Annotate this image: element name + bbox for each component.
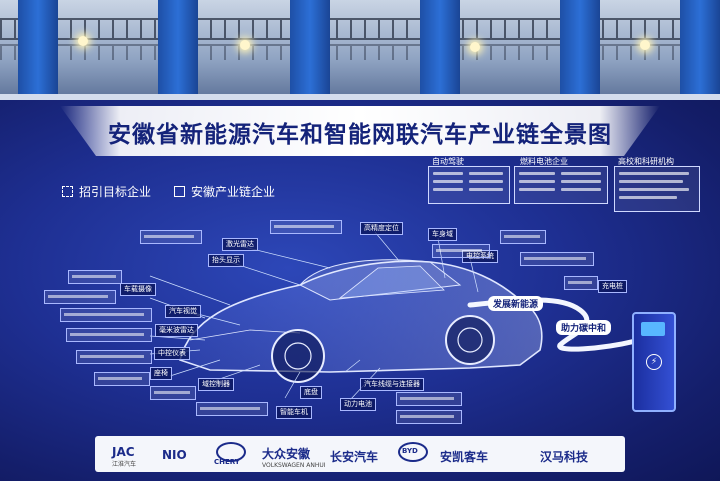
tag-body-domain: 车身域 bbox=[428, 228, 457, 241]
brand-logo-bar bbox=[95, 436, 625, 472]
title-banner bbox=[60, 106, 660, 156]
enterprise-list bbox=[396, 392, 462, 406]
enterprise-list bbox=[396, 410, 462, 424]
enterprise-list bbox=[140, 230, 202, 244]
legend-target-label: 招引目标企业 bbox=[79, 185, 152, 199]
board-frame bbox=[0, 94, 720, 100]
enterprise-list bbox=[500, 230, 546, 244]
tag-hd-map: 高精度定位 bbox=[360, 222, 403, 235]
blue-pillar bbox=[680, 0, 720, 102]
logo-ankai: 安凯客车 bbox=[440, 450, 489, 464]
route-carbon-label: 助力碳中和 bbox=[556, 320, 612, 335]
spotlight bbox=[240, 40, 250, 50]
tag-cockpit: 中控仪表 bbox=[154, 347, 190, 360]
tag-hud: 抬头显示 bbox=[208, 254, 244, 267]
spotlight bbox=[640, 40, 650, 50]
legend-chain-label: 安徽产业链企业 bbox=[191, 185, 276, 199]
byd-emblem-icon bbox=[398, 442, 428, 462]
spotlight bbox=[78, 36, 88, 46]
enterprise-list bbox=[270, 220, 342, 234]
solid-box-icon bbox=[174, 186, 185, 197]
lightning-icon: ⚡ bbox=[646, 354, 662, 370]
enterprise-list bbox=[564, 276, 598, 290]
logo-changan: 长安汽车 bbox=[330, 450, 379, 464]
enterprise-list bbox=[60, 308, 152, 322]
blue-pillar bbox=[290, 0, 330, 102]
board-title: 安徽省新能源汽车和智能网联汽车产业链全景图 bbox=[108, 122, 612, 148]
logo-chery: CHERY bbox=[214, 458, 240, 466]
legend-chain: 安徽产业链企业 bbox=[174, 183, 275, 200]
enterprise-list bbox=[520, 252, 594, 266]
logo-byd: BYD bbox=[402, 447, 418, 455]
blue-pillar bbox=[18, 0, 58, 102]
hall-ceiling bbox=[0, 0, 720, 100]
enterprise-list bbox=[44, 290, 116, 304]
enterprise-list bbox=[68, 270, 122, 284]
blue-pillar bbox=[158, 0, 198, 102]
enterprise-list bbox=[432, 244, 490, 258]
category-autodrive: 自动驾驶 bbox=[432, 157, 464, 166]
category-research-box bbox=[614, 166, 700, 212]
category-fuelcell: 燃料电池企业 bbox=[520, 157, 568, 166]
category-fuelcell-box bbox=[514, 166, 608, 204]
tag-power-battery: 动力电池 bbox=[340, 398, 376, 411]
tag-radar: 毫米波雷达 bbox=[155, 324, 198, 337]
tag-chassis: 底盘 bbox=[300, 386, 322, 399]
route-develop-label: 发展新能源 bbox=[488, 296, 544, 311]
logo-hanma: 汉马科技 bbox=[540, 450, 589, 464]
tag-smart-car: 智能车机 bbox=[276, 406, 312, 419]
category-research: 高校和科研机构 bbox=[618, 157, 674, 166]
enterprise-list bbox=[94, 372, 150, 386]
tag-camera: 车载摄像 bbox=[120, 283, 156, 296]
category-autodrive-box bbox=[428, 166, 510, 204]
chery-emblem-icon bbox=[216, 442, 246, 462]
tag-vehicle-vision: 汽车视觉 bbox=[165, 305, 201, 318]
charging-station: ⚡ bbox=[632, 312, 676, 412]
logo-jac: JAC 江淮汽车 bbox=[112, 445, 137, 468]
tag-domain-controller: 域控制器 bbox=[198, 378, 234, 391]
logo-nio: NIO bbox=[162, 448, 187, 462]
spotlight bbox=[470, 42, 480, 52]
tag-connector: 汽车线缆与连接器 bbox=[360, 378, 424, 391]
enterprise-list bbox=[76, 350, 152, 364]
charger-screen bbox=[641, 322, 665, 336]
enterprise-list bbox=[196, 402, 268, 416]
blue-pillar bbox=[560, 0, 600, 102]
tag-seat: 座椅 bbox=[150, 367, 172, 380]
tag-lidar: 激光雷达 bbox=[222, 238, 258, 251]
tag-charging-pile: 充电桩 bbox=[598, 280, 627, 293]
legend-target: 招引目标企业 bbox=[62, 183, 151, 200]
dashed-box-icon bbox=[62, 186, 73, 197]
enterprise-list bbox=[150, 386, 196, 400]
logo-vw: 大众安徽 VOLKSWAGEN ANHUI bbox=[262, 447, 326, 469]
blue-pillar bbox=[420, 0, 460, 102]
enterprise-list bbox=[66, 328, 152, 342]
